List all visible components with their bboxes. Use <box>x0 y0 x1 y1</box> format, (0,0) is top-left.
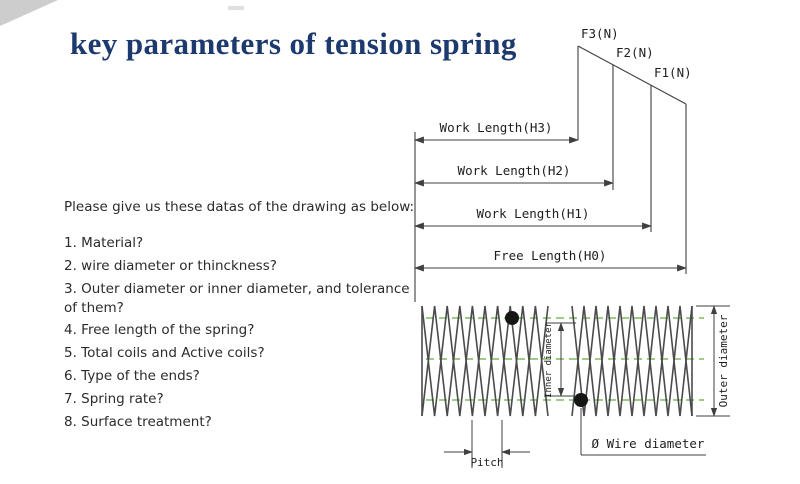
wire-end-dot-top <box>505 311 519 325</box>
wire-end-dot-bottom <box>574 393 588 407</box>
dim-h1-label: Work Length(H1) <box>477 206 590 221</box>
wire-diameter-callout <box>580 408 706 456</box>
inner-diameter-dimension <box>546 322 576 397</box>
notes-block: Please give us these datas of the drawin… <box>64 198 418 436</box>
notes-intro: Please give us these datas of the drawin… <box>64 199 415 215</box>
dim-wire-label: Ø Wire diameter <box>592 436 705 451</box>
pitch-dimension <box>444 420 530 468</box>
page-title: key parameters of tension spring <box>70 26 517 61</box>
force-labels: F3(N) F2(N) F1(N) <box>581 26 692 80</box>
dim-h0-label: Free Length(H0) <box>494 248 607 263</box>
force-f3-label: F3(N) <box>581 26 619 41</box>
note-item-7: 7. Spring rate? <box>64 391 164 408</box>
dim-h2-label: Work Length(H2) <box>458 163 571 178</box>
note-item-5: 5. Total coils and Active coils? <box>64 345 265 362</box>
spring-coils <box>421 305 693 417</box>
photo-edge-artifact <box>228 6 244 10</box>
wire-section-dots <box>505 311 588 407</box>
force-f2-label: F2(N) <box>616 45 654 60</box>
dim-pitch-label: Pitch <box>470 456 503 469</box>
note-item-3: 3. Outer diameter or inner diameter, and… <box>64 280 410 316</box>
force-triangle <box>577 45 687 274</box>
note-item-2: 2. wire diameter or thinckness? <box>64 257 277 274</box>
note-item-4: 4. Free length of the spring? <box>64 322 255 339</box>
length-dimensions <box>414 132 687 302</box>
note-item-8: 8. Surface treatment? <box>64 414 212 431</box>
dim-h3-label: Work Length(H3) <box>440 120 553 135</box>
outer-diameter-dimension <box>696 305 730 417</box>
photo-corner-artifact <box>0 0 58 26</box>
force-f1-label: F1(N) <box>654 65 692 80</box>
note-item-1: 1. Material? <box>64 234 144 251</box>
dim-inner-label: Inner diameter <box>544 321 554 397</box>
note-item-6: 6. Type of the ends? <box>64 368 200 385</box>
length-dimension-labels: Work Length(H3) Work Length(H2) Work Len… <box>440 120 607 263</box>
centerlines <box>426 317 704 401</box>
dim-outer-label: Outer diameter <box>717 314 730 407</box>
